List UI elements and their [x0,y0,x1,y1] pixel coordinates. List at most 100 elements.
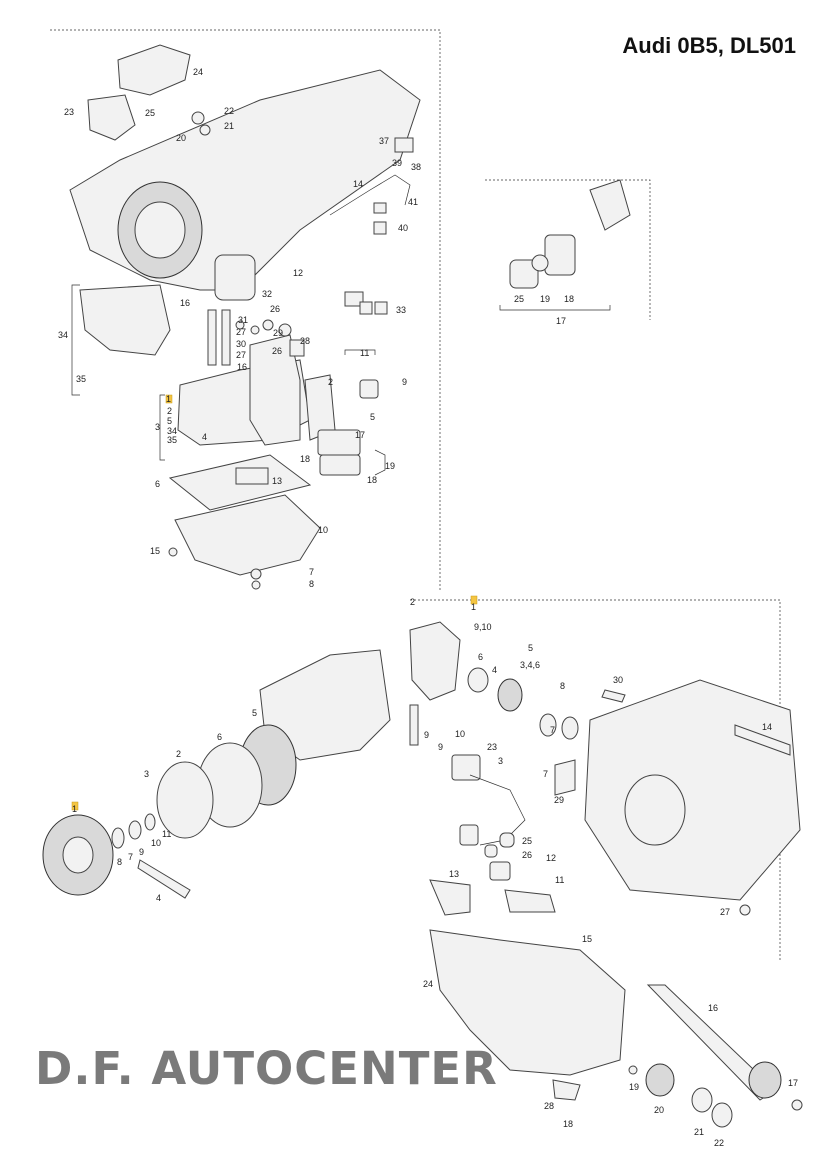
callout: 15 [150,546,160,556]
callout: 15 [582,934,592,944]
callout: 1 [166,394,171,404]
callout: 1 [72,804,77,814]
callout: 22 [224,106,234,116]
bottom-left-panel [42,649,391,899]
callout: 17 [556,316,566,326]
callout: 20 [176,133,186,143]
callout: 13 [272,476,282,486]
hydraulic-plate [79,284,171,356]
callout: 16 [180,298,190,308]
callout: 18 [563,1119,573,1129]
callout: 6 [217,732,222,742]
callout: 33 [396,305,406,315]
callout: 8 [560,681,565,691]
callout: 8 [309,579,314,589]
callout: 5 [528,643,533,653]
callout: 39 [392,158,402,168]
callout: 22 [714,1138,724,1148]
callout: 8 [117,857,122,867]
callout: 1 [471,602,476,612]
callout: 11 [555,875,564,885]
callout: 25 [522,836,532,846]
callout: 30 [236,339,246,349]
callout: 17 [788,1078,798,1088]
callout: 3 [155,422,160,432]
callout: 3 [144,769,149,779]
callout: 11 [162,829,171,839]
solenoid [509,259,539,289]
oil-pan [174,494,321,576]
pump-housing [409,621,461,701]
drive-plate [156,761,214,839]
callout: 18 [300,454,310,464]
callout: 41 [408,197,418,207]
callout: 10 [151,838,161,848]
bottom-right-panel [409,595,803,1128]
callout: 2 [176,749,181,759]
callout: 16 [708,1003,718,1013]
callout: 23 [64,107,74,117]
callout: 13 [449,869,459,879]
callout: 5 [370,412,375,422]
callout: 4 [492,665,497,675]
callout: 11 [360,348,369,358]
callout: 9,10 [474,622,492,632]
callout: 5 [252,708,257,718]
callout: 34 [58,330,68,340]
callout: 23 [487,742,497,752]
callout: 27 [236,327,246,337]
callout: 2 [328,377,333,387]
callout: 25 [145,108,155,118]
top-right-callouts: 25 19 18 17 [514,294,574,326]
callout: 29 [273,328,283,338]
page-title: Audi 0B5, DL501 [622,33,796,58]
callout: 26 [272,346,282,356]
callout: 9 [139,847,144,857]
callout: 20 [654,1105,664,1115]
final-drive-housing [429,929,626,1076]
callout: 9 [438,742,443,752]
callout: 24 [193,67,203,77]
callout: 4 [156,893,161,903]
callout: 24 [423,979,433,989]
callout: 16 [237,362,247,372]
bottom-left-callouts: 5 6 2 3 1 7 9 10 11 8 4 [72,708,257,903]
callout: 7 [543,769,548,779]
callout: 25 [514,294,524,304]
callout: 2 [410,597,415,607]
callout: 21 [694,1127,704,1137]
callout: 34 [167,426,177,436]
callout: 27 [720,907,730,917]
callout: 10 [455,729,465,739]
callout: 31 [238,315,248,325]
callout: 3,4,6 [520,660,540,670]
callout: 30 [613,675,623,685]
callout: 9 [424,730,429,740]
top-left-callouts: 23 24 25 22 21 20 37 39 38 14 41 40 12 3… [58,67,421,589]
callout: 4 [202,432,207,442]
callout: 27 [236,350,246,360]
mechatronic-unit [249,334,301,446]
callout: 35 [167,435,177,445]
callout: 17 [355,430,365,440]
callout: 35 [76,374,86,384]
callout: 38 [411,162,421,172]
callout: 12 [546,853,556,863]
callout: 26 [522,850,532,860]
callout: 5 [167,416,172,426]
callout: 2 [167,406,172,416]
callout: 14 [353,179,363,189]
callout: 40 [398,223,408,233]
callout: 28 [544,1101,554,1111]
callout: 6 [155,479,160,489]
callout: 6 [478,652,483,662]
bottom-right-callouts: 2 1 9,10 6 4 5 3,4,6 8 30 14 7 9 10 9 23… [410,597,798,1148]
callout: 7 [309,567,314,577]
sealant-tube [137,859,191,899]
callout: 3 [498,756,503,766]
callout: 29 [554,795,564,805]
callout: 10 [318,525,328,535]
mount-part [87,94,136,141]
callout: 9 [402,377,407,387]
